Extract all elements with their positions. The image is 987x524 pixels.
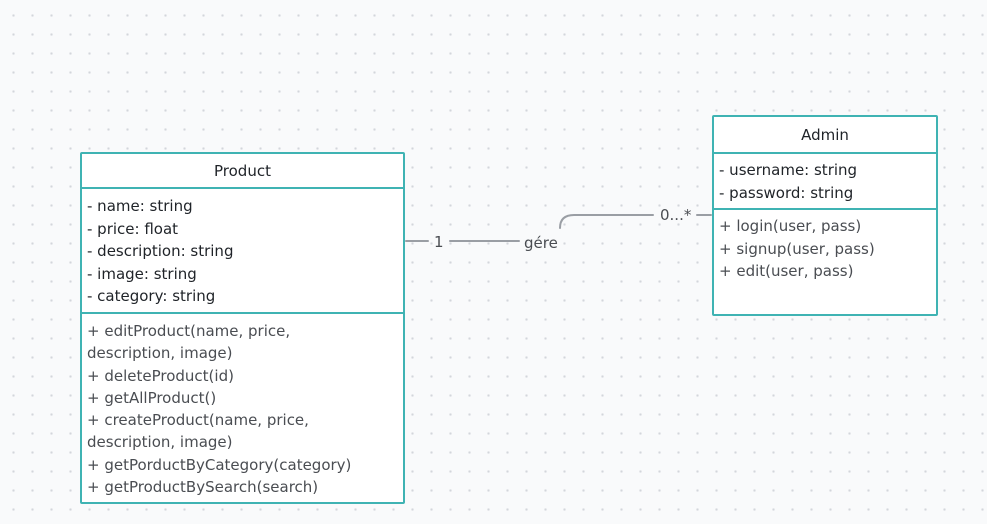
product-attribute: - price: float — [87, 219, 179, 238]
product-operation: + getAllProduct() — [87, 388, 217, 407]
product-operation: description, image) — [87, 433, 233, 452]
product-class-box[interactable]: Product - name: string - price: float - … — [80, 152, 405, 504]
product-attribute: - name: string — [87, 197, 193, 215]
product-operation: description, image) — [87, 344, 233, 363]
product-attribute: - category: string — [87, 287, 216, 305]
admin-multiplicity-label: 0...* — [660, 206, 692, 224]
admin-class-box[interactable]: Admin - username: string - password: str… — [712, 115, 938, 316]
admin-attribute: - username: string — [719, 161, 858, 179]
association-line[interactable] — [405, 214, 712, 242]
association-name-label: gére — [524, 234, 558, 252]
product-operations: + editProduct(name, price, description, … — [82, 314, 403, 498]
product-operation: + getPorductByCategory(category) — [87, 455, 352, 474]
product-attributes: - name: string - price: float - descript… — [82, 189, 403, 314]
product-attribute: - image: string — [87, 264, 197, 283]
product-operation: + createProduct(name, price, — [87, 411, 309, 430]
admin-operation: + login(user, pass) — [719, 217, 862, 235]
admin-attribute: - password: string — [719, 183, 854, 202]
product-class-title: Product — [82, 154, 403, 189]
admin-class-title: Admin — [714, 117, 936, 154]
product-operation: + deleteProduct(id) — [87, 366, 234, 385]
product-attribute: - description: string — [87, 242, 234, 260]
admin-operation: + edit(user, pass) — [719, 262, 854, 280]
product-operation: + getProductBySearch(search) — [87, 478, 319, 497]
product-multiplicity-label: 1 — [434, 233, 444, 251]
admin-operation: + signup(user, pass) — [719, 239, 875, 258]
product-operation: + editProduct(name, price, — [87, 322, 291, 340]
admin-operations: + login(user, pass) + signup(user, pass)… — [714, 210, 936, 283]
admin-attributes: - username: string - password: string — [714, 154, 936, 210]
